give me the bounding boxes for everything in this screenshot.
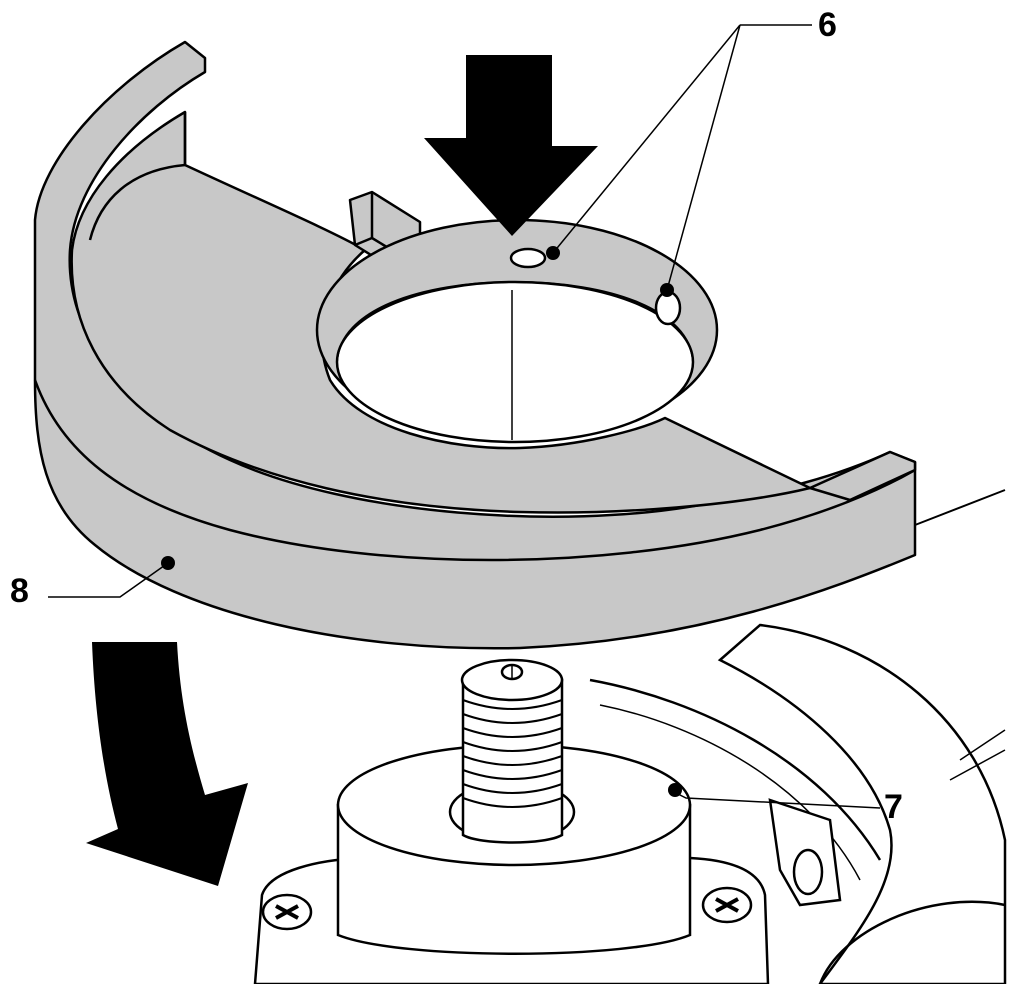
curved-arrow-icon <box>86 642 248 886</box>
wheel-guard <box>33 40 1006 650</box>
callout-label-7: 7 <box>884 788 903 826</box>
callout-label-6: 6 <box>818 6 837 44</box>
threaded-spindle <box>460 658 564 844</box>
down-arrow-icon <box>424 55 598 236</box>
callout-dots <box>161 246 682 797</box>
screw-head-icon <box>261 893 313 931</box>
grinder-body <box>589 623 1007 984</box>
callout-label-8: 8 <box>10 572 29 610</box>
retaining-clip <box>768 798 842 907</box>
screw-head-icon <box>701 886 753 924</box>
